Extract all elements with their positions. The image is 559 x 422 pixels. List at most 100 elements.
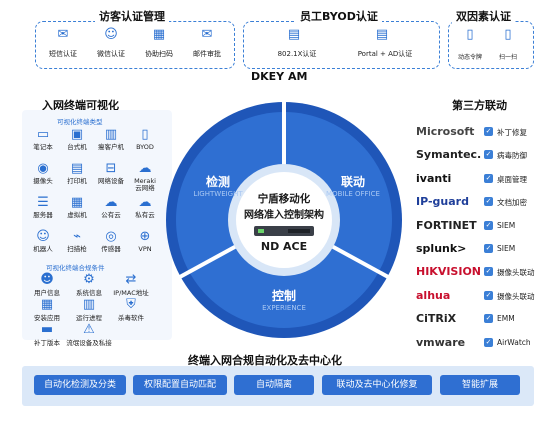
vendor-logo: IP-guard [416,195,469,209]
bottom-capability-button: 权限配置自动匹配 [133,375,227,395]
cloud-icon: ☁ [138,161,152,176]
condition-label: 流氓设备及私接 [66,339,112,347]
two-factor-panel [448,21,534,69]
check-icon: ✓ [484,314,493,324]
type-label: 公有云 [101,211,121,219]
two-factor-item: 动态令牌 [457,54,482,61]
types-header: 可视化终端类型 [57,118,103,126]
condition-label: 用户信息 [34,289,60,297]
left-panel-bg [22,110,172,340]
quadrant-link-cn: 联动 [340,175,365,189]
thin-client-icon: ▥ [104,127,118,142]
process-icon: ▥ [82,297,96,312]
condition-label: 补丁版本 [34,339,60,347]
right-title: 第三方联动 [452,99,507,112]
vendor-logo: FORTINET [416,218,477,232]
type-label: 传感器 [101,245,121,253]
type-label: 扫描枪 [67,245,87,253]
quadrant-control-cn: 控制 [271,289,296,303]
byod-panel [243,21,440,69]
vpn-icon: ⊕ [139,229,151,244]
bottom-capability-button: 智能扩展 [440,375,520,395]
type-label: 私有云 [135,211,155,219]
visitor-auth-item: 微信认证 [97,50,125,58]
core-title: 宁盾移动化 [257,193,311,205]
vendor-function: AirWatch [497,337,531,347]
condition-label: IP/MAC地址 [113,289,149,297]
check-icon: ✓ [484,267,493,277]
system-icon: ⚙ [83,272,95,287]
quadrant-detect: 检测 LIGHTWEIGHT [188,173,248,198]
condition-label: 系统信息 [76,289,102,297]
vendor-function: SIEM [497,244,516,253]
phone-scan-icon: ▯ [504,27,512,42]
server-icon: ☰ [37,195,49,210]
printer-icon: ▤ [70,161,84,176]
vendor-logo: splunk> [416,242,467,255]
user-icon: ☻ [40,272,54,287]
check-icon: ✓ [484,220,493,230]
id-card-icon: ▤ [375,27,389,42]
type-label: 笔记本 [33,143,53,151]
byod-title: 员工BYOD认证 [296,8,382,24]
product-name: ND ACE [260,240,308,253]
network-device-icon: ⊟ [105,161,117,176]
vendor-function: SIEM [497,220,516,230]
type-label: BYOD [136,143,154,151]
condition-label: 运行进程 [76,314,102,322]
app-icon: ▦ [40,297,54,312]
two-factor-title: 双因素认证 [452,8,515,24]
vendor-logo: vmware [416,335,466,349]
vendor-logo: Symantec. [416,148,482,162]
wechat-icon: ☺ [104,27,118,42]
type-label: Meraki 云网络 [134,177,156,192]
qr-scan-icon: ▦ [152,27,166,42]
phone-token-icon: ▯ [466,27,474,42]
type-label: 虚拟机 [67,211,87,219]
quadrant-control-en: EXPERIENCE [262,304,306,312]
two-factor-item: 扫一扫 [498,54,517,61]
check-icon: ✓ [484,337,493,347]
vendor-function: 桌面管理 [497,174,527,184]
patch-icon: ▬ [40,322,54,337]
private-cloud-icon: ☁ [138,195,152,210]
check-icon: ✓ [484,244,493,253]
vendor-function: 病毒防御 [497,151,527,161]
dkey-label: DKEY AM [251,70,308,83]
bottom-capability-button: 自动化检测及分类 [34,375,126,395]
bottom-title: 终端入网合规自动化及去中心化 [188,354,342,367]
public-cloud-icon: ☁ [104,195,118,210]
vendor-logo: CiTRiX [416,312,457,326]
type-label: 网络设备 [98,177,124,185]
condition-label: 杀毒软件 [118,314,144,322]
conditions-header: 可视化终端合规条件 [46,264,105,272]
byod-item: Portal + AD认证 [357,50,413,58]
scanner-icon: ⌁ [73,229,81,244]
byod-icon: ▯ [141,127,149,142]
vm-icon: ▦ [70,195,84,210]
visitor-auth-title: 访客认证管理 [95,8,169,24]
id-card-icon: ▤ [287,27,301,42]
vendor-logo: Microsoft [416,125,475,138]
type-label: 服务器 [33,211,53,219]
check-icon: ✓ [484,127,493,136]
vendor-logo: ivanti [416,171,452,185]
antivirus-icon: ⛨ [126,297,136,312]
vendor-function: 补丁修复 [497,128,527,137]
vendor-logo: HIKVISION [416,265,482,279]
visitor-auth-item: 邮件审批 [193,50,221,58]
mail-icon: ✉ [201,27,213,42]
quadrant-link-en: MOBILE OFFICE [326,190,380,198]
visitor-auth-item: 协助扫码 [145,50,173,58]
condition-label: 安装应用 [34,314,60,322]
vendor-function: 摄像头联动 [497,268,535,278]
check-icon: ✓ [484,197,493,207]
byod-item: 802.1X认证 [277,50,317,58]
center-ring-diagram [166,100,402,338]
core-subtitle: 网络准入控制架构 [244,210,324,221]
rogue-device-icon: ⚠ [83,322,95,337]
quadrant-detect-cn: 检测 [205,175,230,189]
check-icon: ✓ [484,290,493,300]
type-label: 摄像头 [33,177,53,185]
check-icon: ✓ [484,173,493,183]
